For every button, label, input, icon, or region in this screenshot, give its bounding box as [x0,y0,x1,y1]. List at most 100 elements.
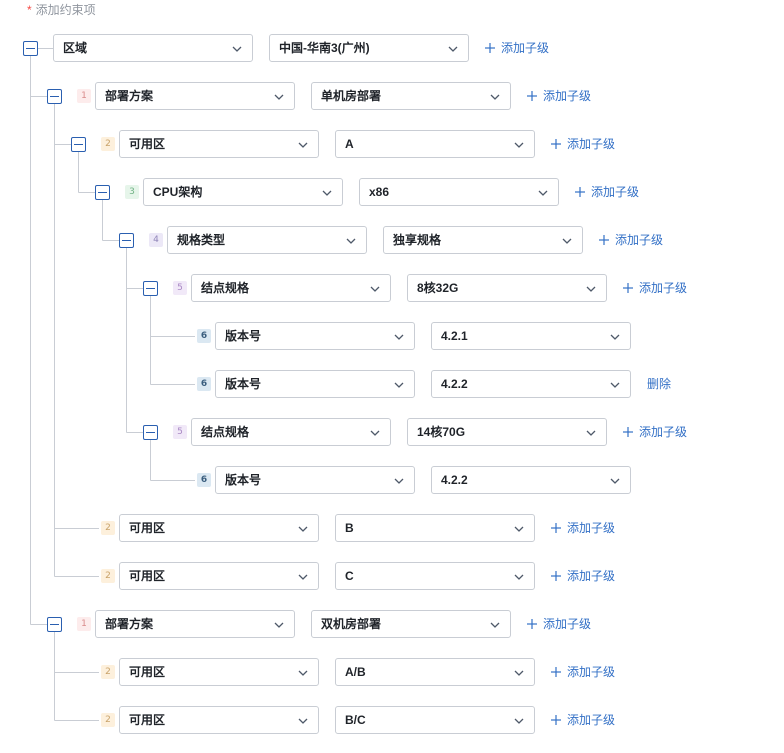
add-child-label: 添加子级 [591,185,640,199]
constraint-key-select[interactable]: 版本号 [215,466,415,494]
plus-icon [551,131,561,149]
constraint-key-select[interactable]: 结点规格 [191,418,391,446]
add-child-button[interactable]: 添加子级 [623,418,687,446]
constraint-value-select[interactable]: 4.2.2 [431,466,631,494]
constraint-key-select[interactable]: 可用区 [119,562,319,590]
constraint-value-text: 独享规格 [393,233,442,247]
constraint-value-select[interactable]: 4.2.1 [431,322,631,350]
chevron-down-icon [297,666,309,678]
chevron-down-icon [447,42,459,54]
constraint-key-select[interactable]: 规格类型 [167,226,367,254]
chevron-down-icon [585,282,597,294]
delete-button[interactable]: 删除 [647,377,672,391]
constraint-key-value: 规格类型 [177,233,226,247]
collapse-toggle[interactable] [47,89,62,104]
constraint-key-select[interactable]: 区域 [53,34,253,62]
constraint-value-select[interactable]: 8核32G [407,274,607,302]
constraint-value-text: B [345,521,354,535]
chevron-down-icon [609,330,621,342]
level-badge: 4 [149,233,163,247]
constraint-key-value: 版本号 [225,377,262,391]
add-child-button[interactable]: 添加子级 [527,82,591,110]
level-badge: 6 [197,473,211,487]
chevron-down-icon [489,618,501,630]
constraint-value-text: 4.2.1 [441,329,468,343]
add-child-label: 添加子级 [567,137,616,151]
add-child-button[interactable]: 添加子级 [527,610,591,638]
constraint-value-select[interactable]: B [335,514,535,542]
section-title: 添加约束项 [35,3,96,17]
chevron-down-icon [513,666,525,678]
add-child-button[interactable]: 添加子级 [551,658,615,686]
constraint-key-select[interactable]: 部署方案 [95,610,295,638]
constraint-key-select[interactable]: 版本号 [215,322,415,350]
plus-icon [599,227,609,245]
chevron-down-icon [321,186,333,198]
constraint-key-select[interactable]: 可用区 [119,514,319,542]
constraint-key-value: 可用区 [129,665,166,679]
collapse-toggle[interactable] [47,617,62,632]
plus-icon [527,611,537,629]
constraint-key-value: 区域 [63,41,88,55]
constraint-key-select[interactable]: 可用区 [119,706,319,734]
add-child-button[interactable]: 添加子级 [551,706,615,734]
constraint-value-select[interactable]: x86 [359,178,559,206]
constraint-value-text: 中国-华南3(广州) [279,41,370,55]
level-badge: 1 [77,617,91,631]
constraint-value-select[interactable]: B/C [335,706,535,734]
constraint-value-select[interactable]: 4.2.2 [431,370,631,398]
constraint-value-select[interactable]: 双机房部署 [311,610,511,638]
constraint-value-select[interactable]: 14核70G [407,418,607,446]
collapse-toggle[interactable] [119,233,134,248]
constraint-key-select[interactable]: 部署方案 [95,82,295,110]
collapse-toggle[interactable] [143,425,158,440]
constraint-value-select[interactable]: C [335,562,535,590]
chevron-down-icon [231,42,243,54]
chevron-down-icon [585,426,597,438]
constraint-value-text: 14核70G [417,425,466,439]
add-child-button[interactable]: 添加子级 [551,562,615,590]
constraint-value-select[interactable]: A [335,130,535,158]
level-badge: 6 [197,329,211,343]
constraint-key-select[interactable]: CPU架构 [143,178,343,206]
constraint-value-select[interactable]: 单机房部署 [311,82,511,110]
collapse-toggle[interactable] [23,41,38,56]
add-child-label: 添加子级 [567,569,616,583]
add-child-button[interactable]: 添加子级 [623,274,687,302]
constraint-value-text: 双机房部署 [321,617,382,631]
constraint-value-select[interactable]: 中国-华南3(广州) [269,34,469,62]
add-child-label: 添加子级 [615,233,664,247]
plus-icon [527,83,537,101]
constraint-key-value: 可用区 [129,713,166,727]
constraint-value-text: 8核32G [417,281,459,295]
level-badge: 2 [101,137,115,151]
collapse-toggle[interactable] [71,137,86,152]
chevron-down-icon [513,138,525,150]
constraint-value-text: x86 [369,185,390,199]
constraint-value-select[interactable]: A/B [335,658,535,686]
chevron-down-icon [345,234,357,246]
chevron-down-icon [561,234,573,246]
constraint-key-select[interactable]: 版本号 [215,370,415,398]
add-child-button[interactable]: 添加子级 [485,34,549,62]
plus-icon [551,707,561,725]
chevron-down-icon [609,378,621,390]
constraint-value-select[interactable]: 独享规格 [383,226,583,254]
add-child-button[interactable]: 添加子级 [575,178,639,206]
chevron-down-icon [609,474,621,486]
constraint-key-select[interactable]: 可用区 [119,658,319,686]
collapse-toggle[interactable] [143,281,158,296]
add-child-button[interactable]: 添加子级 [551,514,615,542]
level-badge: 1 [77,89,91,103]
constraint-key-select[interactable]: 结点规格 [191,274,391,302]
level-badge: 2 [101,665,115,679]
constraint-key-value: 部署方案 [105,617,154,631]
collapse-toggle[interactable] [95,185,110,200]
add-child-button[interactable]: 添加子级 [551,130,615,158]
constraint-value-text: C [345,569,354,583]
level-badge: 2 [101,521,115,535]
chevron-down-icon [513,522,525,534]
constraint-value-text: B/C [345,713,366,727]
add-child-button[interactable]: 添加子级 [599,226,663,254]
constraint-key-select[interactable]: 可用区 [119,130,319,158]
